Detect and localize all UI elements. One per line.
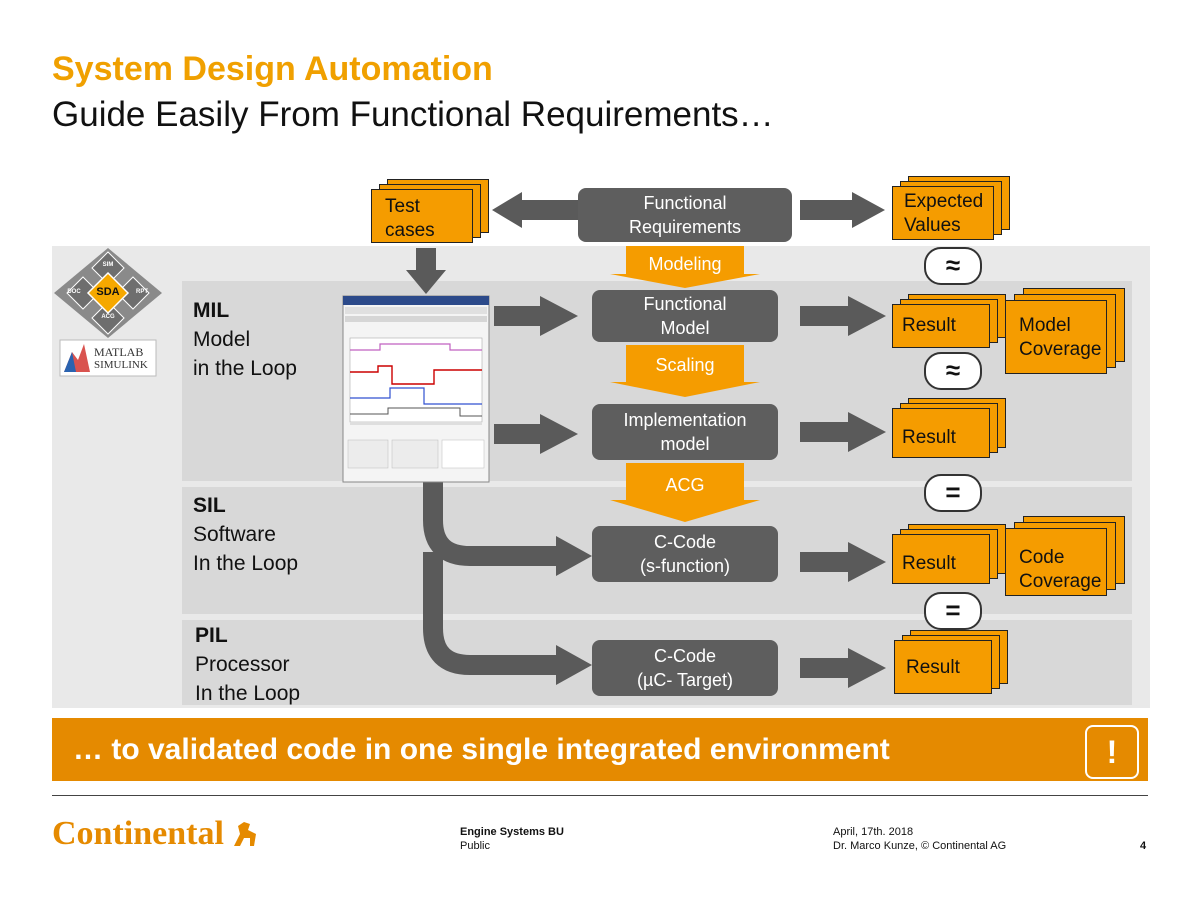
arrow-to-expected xyxy=(800,192,885,228)
result-label-4: Result xyxy=(906,657,960,678)
functional-model-line2: Model xyxy=(660,318,710,338)
expected-values-line2: Values xyxy=(904,215,961,236)
arrow-result-2 xyxy=(800,412,886,452)
matlab-simulink-logo xyxy=(59,339,157,377)
arrow-result-4 xyxy=(800,648,886,688)
flow-to-pil-head xyxy=(556,645,592,685)
footer-classification: Public xyxy=(460,840,490,852)
matlab-label: MATLAB xyxy=(94,345,144,359)
functional-requirements-line2: Requirements xyxy=(628,217,742,237)
c-code-target-box: C-Code (µC- Target) xyxy=(592,640,778,696)
result-doc-4: Result xyxy=(894,630,1014,694)
code-coverage-line2: Coverage xyxy=(1019,571,1102,592)
flow-to-pil xyxy=(423,552,560,675)
pil-title: PIL Processor In the Loop xyxy=(195,621,300,708)
test-cases-line1: Test xyxy=(385,196,420,217)
result-label-1: Result xyxy=(902,315,956,336)
sda-sim-label: SIM xyxy=(102,262,114,268)
footer-date: April, 17th. 2018 xyxy=(833,826,914,838)
expected-values-line1: Expected xyxy=(904,191,984,212)
functional-requirements-line1: Functional xyxy=(643,193,727,213)
footer-unit: Engine Systems BU xyxy=(460,826,564,838)
sil-title: SIL Software In the Loop xyxy=(193,491,298,578)
equal-symbol-2: = xyxy=(924,592,982,630)
result-label-2: Result xyxy=(902,427,956,448)
result-doc-2: Result xyxy=(892,398,1012,458)
conclusion-text: … to validated code in one single integr… xyxy=(73,733,890,766)
page-title: System Design Automation xyxy=(52,50,493,88)
page-subtitle: Guide Easily From Functional Requirement… xyxy=(52,95,774,134)
model-coverage-line2: Coverage xyxy=(1019,339,1102,360)
scaling-arrow xyxy=(610,345,760,397)
mil-name-2: in the Loop xyxy=(193,357,297,380)
implementation-model-line2: model xyxy=(660,434,710,454)
mil-title: MIL Model in the Loop xyxy=(193,296,297,383)
acg-arrow xyxy=(610,463,760,522)
sda-doc-label: DOC xyxy=(67,289,81,295)
arrow-to-implementation xyxy=(494,414,578,454)
horse-icon xyxy=(234,822,256,846)
implementation-model-box: Implementation model xyxy=(592,404,778,460)
functional-model-box: Functional Model xyxy=(592,290,778,342)
footer-divider xyxy=(52,795,1148,796)
c-code-target-line2: (µC- Target) xyxy=(636,670,734,690)
arrow-result-3 xyxy=(800,542,886,582)
code-coverage-line1: Code xyxy=(1019,547,1065,568)
acg-label: ACG xyxy=(665,475,705,495)
flow-to-sil-head xyxy=(556,536,592,576)
conclusion-banner xyxy=(52,718,1148,781)
flow-to-sil xyxy=(423,482,560,566)
scaling-label: Scaling xyxy=(655,355,715,375)
arrow-to-functional-model xyxy=(494,296,578,336)
pil-name-1: Processor xyxy=(195,653,290,676)
simulation-plot-thumbnail xyxy=(342,295,490,483)
expected-values-doc: Expected Values xyxy=(892,176,1012,240)
test-cases-doc: Test cases xyxy=(371,179,491,243)
pil-name-2: In the Loop xyxy=(195,682,301,705)
page-number: 4 xyxy=(1140,840,1147,852)
functional-requirements-box: Functional Requirements xyxy=(578,188,792,242)
c-code-sfunction-line2: (s-function) xyxy=(639,556,731,576)
modeling-label: Modeling xyxy=(648,254,722,274)
model-coverage-line1: Model xyxy=(1019,315,1071,336)
approx-symbol-1: ≈ xyxy=(924,247,982,285)
c-code-sfunction-box: C-Code (s-function) xyxy=(592,526,778,582)
c-code-target-line1: C-Code xyxy=(653,646,717,666)
simulink-label: SIMULINK xyxy=(94,359,148,371)
arrow-to-test-cases xyxy=(492,192,578,228)
code-coverage-doc: Code Coverage xyxy=(1005,516,1129,596)
equal-symbol-1: = xyxy=(924,474,982,512)
mil-name-1: Model xyxy=(193,328,251,351)
sda-center-label: SDA xyxy=(96,286,120,298)
implementation-model-line1: Implementation xyxy=(623,410,747,430)
footer-author: Dr. Marco Kunze, © Continental AG xyxy=(833,840,1007,852)
sda-acg-label: ACG xyxy=(101,314,115,320)
mil-abbr: MIL xyxy=(193,299,230,322)
exclamation-icon: ! xyxy=(1085,725,1139,779)
result-doc-1: Result xyxy=(892,294,1012,348)
approx-symbol-2: ≈ xyxy=(924,352,982,390)
sil-name-1: Software xyxy=(193,523,276,546)
arrow-result-1 xyxy=(800,296,886,336)
sda-logo xyxy=(54,248,162,338)
model-coverage-doc: Model Coverage xyxy=(1005,288,1129,376)
sil-name-2: In the Loop xyxy=(193,552,299,575)
modeling-arrow xyxy=(610,246,760,288)
result-doc-3: Result xyxy=(892,524,1012,584)
functional-model-line1: Functional xyxy=(643,294,727,314)
sil-abbr: SIL xyxy=(193,494,226,517)
arrow-test-down xyxy=(406,248,446,294)
continental-logo: Continental xyxy=(52,815,224,852)
sda-rpt-label: RPT xyxy=(136,289,148,295)
result-label-3: Result xyxy=(902,553,956,574)
c-code-sfunction-line1: C-Code xyxy=(653,532,717,552)
pil-abbr: PIL xyxy=(195,624,228,647)
test-cases-line2: cases xyxy=(385,220,435,241)
